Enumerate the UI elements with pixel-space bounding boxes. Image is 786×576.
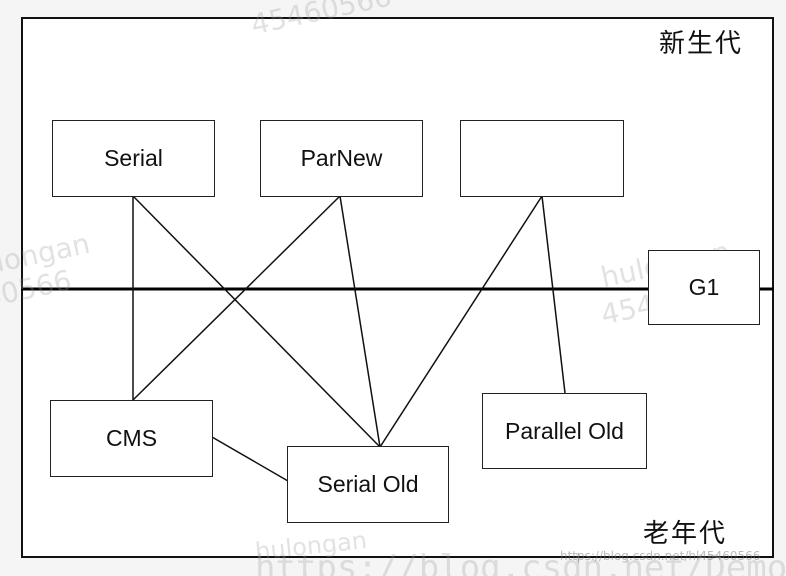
collector-serial-old: Serial Old (287, 446, 449, 523)
collector-parnew: ParNew (260, 120, 423, 197)
old-generation-label: 老年代 (643, 519, 728, 549)
collector-serial-old-label: Serial Old (317, 471, 419, 497)
collector-serial-label: Serial (104, 145, 163, 171)
collector-parallel-old: Parallel Old (482, 393, 647, 469)
link-parnew-cms (132, 195, 341, 401)
link-parnew-serial-old (339, 195, 381, 448)
collector-cms-label: CMS (105, 425, 158, 451)
collector-parnew-label: ParNew (300, 145, 383, 171)
young-generation-label: 新生代 (659, 29, 744, 59)
link-parallel-scanvage-parallel-old (541, 195, 566, 394)
collector-parallel-old-label: Parallel Old (505, 417, 624, 444)
collector-g1: G1 (648, 250, 760, 325)
collector-serial: Serial (52, 120, 215, 197)
collector-parallel-scanvage (460, 120, 624, 197)
link-serial-serial-old (132, 195, 381, 448)
collector-g1-label: G1 (688, 274, 720, 300)
link-parallel-scanvage-serial-old (379, 195, 543, 448)
link-cms-serial-old (211, 436, 289, 482)
collector-cms: CMS (50, 400, 213, 477)
